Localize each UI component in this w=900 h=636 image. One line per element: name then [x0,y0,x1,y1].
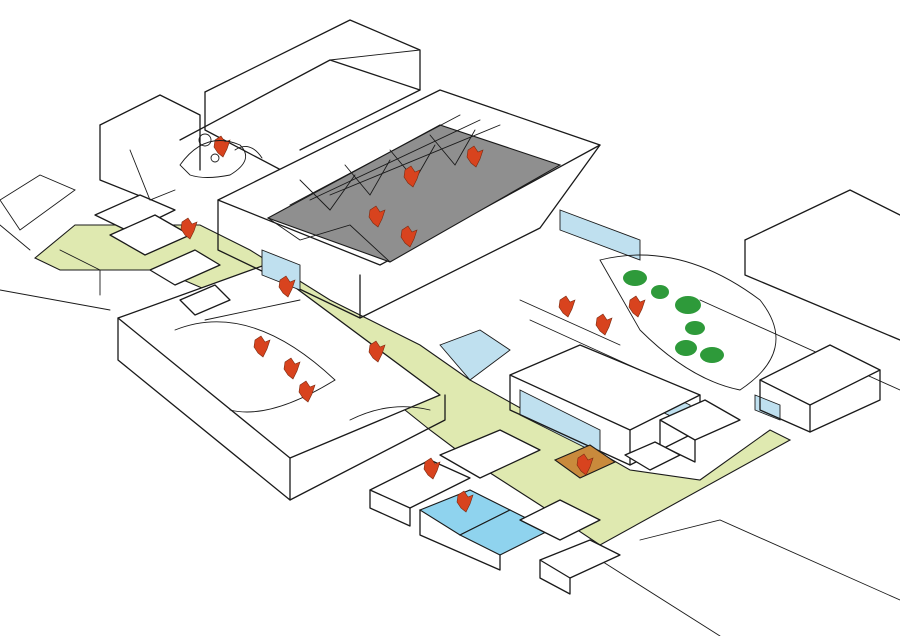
people [180,135,646,513]
person-icon [558,295,576,318]
front-rooms [369,429,621,595]
person-icon [278,275,296,298]
person-icon [456,490,474,513]
person-icon [283,357,301,380]
person-icon [576,453,594,476]
person-icon [400,225,418,248]
tree-icon [675,340,697,356]
tree-icon [700,347,724,363]
person-icon [298,380,316,403]
person-icon [368,205,386,228]
garden [519,254,777,391]
context-lines [0,19,900,636]
tree-icon [685,321,705,335]
rear-sculpture [129,133,263,201]
tree-icon [675,296,701,314]
tree-icon [651,285,669,299]
person-icon [213,135,231,158]
person-icon [628,295,646,318]
person-icon [368,340,386,363]
tree-icon [623,270,647,286]
person-icon [423,457,441,480]
rear-left-rooms [59,194,231,316]
person-icon [253,335,271,358]
person-icon [403,165,421,188]
person-icon [180,217,198,240]
right-block [759,344,881,433]
person-icon [466,145,484,168]
courtyard-pavilion [509,344,741,471]
person-icon [595,313,613,336]
